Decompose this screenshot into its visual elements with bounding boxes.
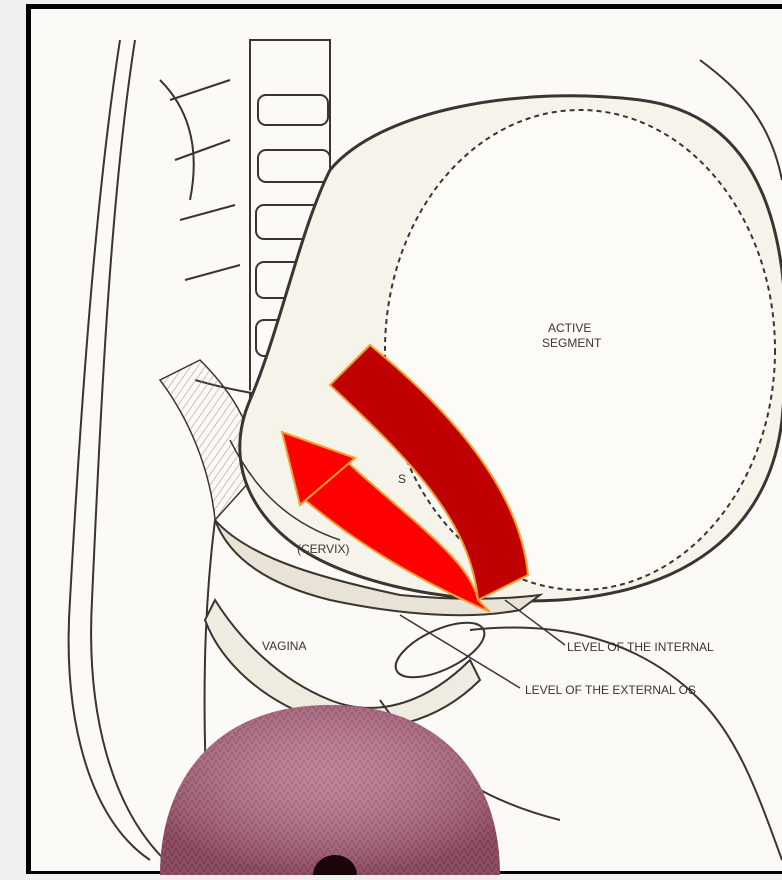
label-active-2: SEGMENT: [542, 336, 602, 350]
label-vagina: VAGINA: [262, 639, 306, 653]
label-internal-os: LEVEL OF THE INTERNAL: [567, 640, 714, 654]
label-active-1: ACTIVE: [548, 321, 591, 335]
label-external-os: LEVEL OF THE EXTERNAL OS: [525, 683, 696, 697]
label-s: S: [398, 472, 406, 486]
label-cervix: (CERVIX): [297, 542, 349, 556]
